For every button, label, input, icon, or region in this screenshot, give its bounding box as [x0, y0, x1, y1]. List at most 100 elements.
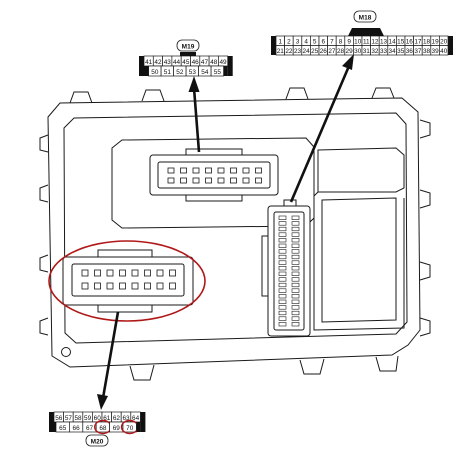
m20-slot	[156, 282, 164, 290]
m18-slot	[278, 294, 287, 299]
m18-pin-label: 35	[397, 48, 405, 55]
m18-pin-label: 26	[320, 48, 328, 55]
m18-slot	[278, 215, 287, 220]
m18-pin-label: 25	[311, 48, 319, 55]
m18-pin-label: 21	[277, 48, 285, 55]
m19-slot	[217, 177, 225, 184]
m20-pin-label: 56	[55, 415, 63, 422]
m18-pin-label: 3	[296, 38, 300, 45]
m18-pin-label: 15	[397, 38, 405, 45]
m18-slot	[291, 226, 300, 232]
m19-pin-label: 55	[214, 69, 222, 76]
m18-pin-label: 39	[432, 48, 440, 55]
m19-pin-label: 54	[201, 69, 209, 76]
m18-slot	[291, 288, 300, 293]
m19-slot	[192, 177, 200, 184]
m18-key-tab	[348, 28, 384, 36]
m18-side-block-right	[448, 36, 453, 55]
m20-pin-label: 58	[74, 415, 82, 422]
m18-pin-label: 20	[440, 38, 448, 45]
m20-slot	[156, 269, 164, 277]
m20-pin-label: 65	[59, 425, 67, 432]
m20-connector-body	[62, 249, 194, 313]
m20-side-block-left	[49, 412, 54, 432]
m19-slot	[205, 177, 212, 184]
m19-slot	[255, 177, 262, 184]
m18-name-badge	[353, 10, 377, 23]
m18-slot	[291, 249, 300, 254]
m18-slot	[278, 310, 287, 316]
m20-slot	[119, 282, 126, 290]
m19-filler-block	[223, 66, 228, 76]
m19-slot	[242, 177, 250, 184]
m20-side-block-right	[140, 412, 146, 432]
m20-slot	[131, 282, 139, 290]
m20-pin-label: 62	[113, 415, 121, 422]
m20-slot	[144, 269, 151, 277]
m18-pin-label: 9	[347, 38, 351, 45]
m18-pin-label: 4	[304, 38, 308, 45]
m20-pin-label: 60	[94, 415, 102, 422]
m18-slot	[291, 271, 300, 276]
m18-slot	[291, 316, 300, 321]
m20-slot	[94, 269, 101, 277]
m18-pin-label: 10	[354, 38, 362, 45]
m19-key-tab	[180, 52, 196, 56]
m19-slot	[167, 177, 175, 184]
m18-slot	[291, 215, 300, 220]
m20-slot	[94, 282, 101, 290]
m20-slot	[119, 269, 126, 277]
m19-slot	[192, 167, 200, 174]
m19-pin-label: 49	[219, 59, 227, 66]
m19-slot	[180, 177, 187, 184]
m20-slot	[106, 282, 114, 290]
m18-slot	[291, 266, 300, 271]
m18-pin-label: 14	[389, 38, 397, 45]
m18-pin-label: 28	[337, 48, 345, 55]
m18-pin-label: 30	[354, 48, 362, 55]
m18-slot	[278, 305, 287, 310]
m19-pin-label: 48	[210, 59, 218, 66]
m20-pin-label: 67	[86, 425, 94, 432]
m18-slot	[291, 282, 300, 288]
m18-pin-label: 7	[330, 38, 334, 45]
m18-slot	[291, 232, 300, 237]
m18-connector-name: M18	[359, 14, 372, 21]
m19-slot	[217, 167, 225, 174]
m19-slot	[167, 167, 175, 174]
m18-side-block-left	[271, 36, 276, 55]
m18-slot	[278, 226, 287, 232]
m19-pin-label: 41	[145, 59, 153, 66]
m19-slot	[230, 177, 237, 184]
m19-slot	[205, 167, 212, 174]
m19-slot	[255, 167, 262, 174]
m19-pin-label: 42	[154, 59, 162, 66]
m18-pin-label: 27	[328, 48, 336, 55]
m20-pin-label: 68	[99, 425, 107, 432]
m20-slot	[106, 269, 114, 277]
m18-pin-label: 16	[406, 38, 414, 45]
m18-pin-label: 2	[287, 38, 291, 45]
m19-pin-label: 52	[176, 69, 184, 76]
m18-pin-label: 5	[313, 38, 317, 45]
m18-pin-label: 1	[279, 38, 283, 45]
m18-pin-label: 19	[432, 38, 440, 45]
m18-pin-label: 38	[423, 48, 431, 55]
m18-slot	[278, 243, 287, 248]
m18-slot	[291, 260, 300, 265]
m19-name-badge	[176, 39, 200, 52]
m18-slot	[291, 243, 300, 248]
m18-pin-label: 29	[346, 48, 354, 55]
m18-pin-label: 36	[406, 48, 414, 55]
m19-pin-label: 43	[164, 59, 172, 66]
unit-body	[39, 87, 431, 381]
m18-pin-cell	[439, 45, 449, 56]
m19-side-block-left	[139, 56, 144, 76]
m19-slot	[230, 167, 237, 174]
m18-pin-label: 33	[380, 48, 388, 55]
